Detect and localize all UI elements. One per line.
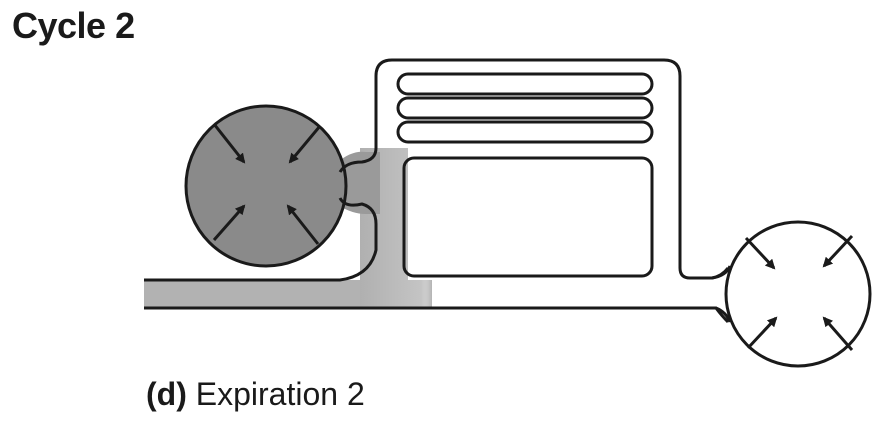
inward-arrow bbox=[822, 234, 854, 268]
figure-caption: (d) Expiration 2 bbox=[146, 378, 365, 410]
inward-arrow bbox=[286, 204, 320, 245]
caption-tag: (d) bbox=[146, 376, 187, 412]
parabronchus-tube bbox=[396, 120, 654, 144]
caption-text: Expiration 2 bbox=[195, 376, 365, 412]
inward-arrow bbox=[744, 236, 776, 270]
inward-arrow bbox=[288, 125, 322, 164]
inward-arrow bbox=[822, 316, 854, 351]
parabronchus-tube bbox=[396, 72, 654, 96]
posterior-sac-arrows bbox=[744, 234, 854, 351]
anterior-air-sac bbox=[184, 104, 348, 268]
posterior-sac-neck bbox=[711, 265, 732, 323]
parabronchi-tubes bbox=[396, 72, 654, 144]
airway-shading bbox=[144, 148, 432, 308]
parabronchus-tube bbox=[396, 96, 654, 120]
inward-arrow bbox=[212, 204, 246, 241]
inward-arrow bbox=[746, 316, 778, 350]
page-title: Cycle 2 bbox=[12, 5, 135, 46]
anterior-sac-arrows bbox=[212, 123, 322, 245]
inward-arrow bbox=[212, 123, 246, 164]
